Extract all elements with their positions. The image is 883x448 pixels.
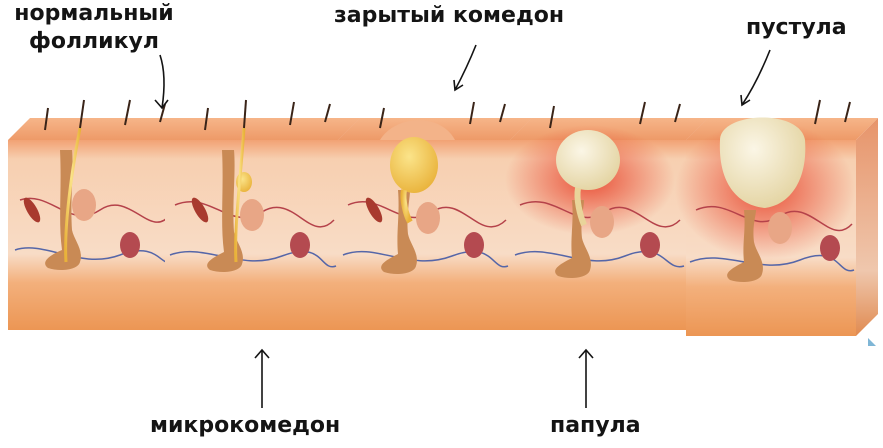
label-closed-comedo: зарытый комедон <box>334 3 565 28</box>
pointer-arrows <box>154 44 771 408</box>
label-papule: папула <box>550 413 641 438</box>
block-closed-comedo <box>338 101 532 330</box>
arrow-normal <box>159 54 165 109</box>
block-papule <box>505 101 708 330</box>
arrow-closed <box>454 44 477 91</box>
label-normal-follicle: нормальный фолликул <box>4 0 184 56</box>
label-microcomedo: микрокомедон <box>150 413 341 438</box>
label-normal-line2: фолликул <box>29 29 159 54</box>
arrow-pustule <box>741 49 771 106</box>
label-normal-line1: нормальный <box>14 1 174 26</box>
block-pustule <box>675 99 878 336</box>
corner-mark <box>868 338 876 346</box>
label-pustule: пустула <box>746 15 847 40</box>
block-microcomedo <box>165 99 360 330</box>
